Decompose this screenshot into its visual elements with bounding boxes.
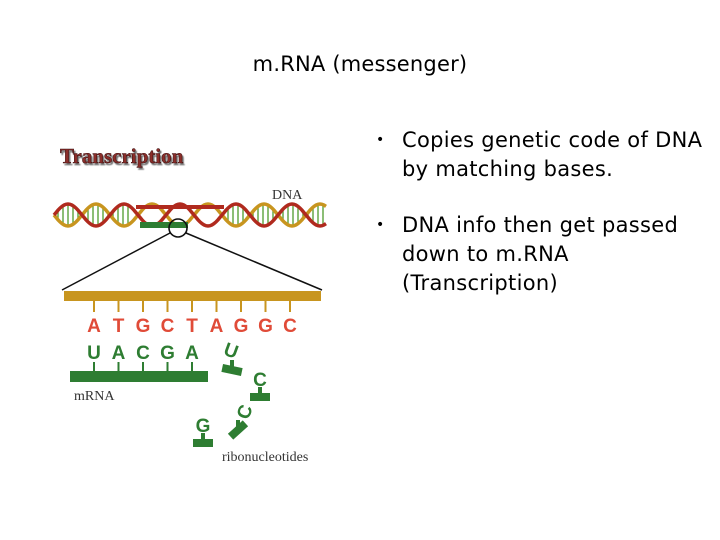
ribonucleotide-letter: C xyxy=(253,370,267,391)
mrna-base-letter: A xyxy=(185,343,199,364)
ribonucleotide-backbone xyxy=(250,393,270,401)
mrna-base-letter: U xyxy=(87,343,101,364)
mrna-strand xyxy=(70,371,208,382)
bullet-dot: • xyxy=(376,132,385,148)
mrna-base-letter: A xyxy=(112,343,126,364)
ribonucleotide-letter: G xyxy=(196,416,211,437)
dna-base-letter: T xyxy=(113,316,125,337)
mrna-label: mRNA xyxy=(74,389,115,404)
ribonucleotide-letter: U xyxy=(221,339,241,363)
dna-base-letter: T xyxy=(186,316,198,337)
dna-base-letter: C xyxy=(283,316,297,337)
ribonucleotide-stem xyxy=(201,433,205,441)
dna-base-letter: G xyxy=(234,316,249,337)
ribonucleotide-backbone xyxy=(193,439,213,447)
free-ribonucleotide: C xyxy=(227,402,258,440)
dna-base-letter: C xyxy=(161,316,175,337)
ribonucleotide-stem xyxy=(236,420,240,428)
ribonucleotide-backbone xyxy=(227,420,249,440)
ribonucleotides-label: ribonucleotides xyxy=(222,450,308,465)
free-ribonucleotide: C xyxy=(250,370,270,401)
zoom-line-right xyxy=(185,232,323,291)
ribonucleotide-stem xyxy=(230,360,234,368)
bullet-item: • DNA info then get passed down to m.RNA… xyxy=(366,211,706,298)
dna-base-letter: G xyxy=(258,316,273,337)
bullet-list: • Copies genetic code of DNA by matching… xyxy=(366,126,706,325)
ribonucleotide-stem xyxy=(258,387,262,395)
dna-base-letter: A xyxy=(210,316,224,337)
slide-title: m.RNA (messenger) xyxy=(252,52,468,76)
dna-template-strand xyxy=(64,291,321,301)
dna-double-helix xyxy=(52,202,327,238)
dna-base-letter: A xyxy=(87,316,101,337)
zoom-line-left xyxy=(61,232,171,291)
transcription-heading: Transcription xyxy=(60,144,184,168)
bullet-text: DNA info then get passed down to m.RNA (… xyxy=(402,213,679,295)
free-ribonucleotide: G xyxy=(193,416,213,447)
nascent-mrna-strand xyxy=(140,222,188,228)
ribonucleotide-backbone xyxy=(221,364,243,376)
mrna-base-letter: G xyxy=(160,343,175,364)
mrna-base-letter: C xyxy=(136,343,150,364)
unwound-strand-top xyxy=(136,205,224,209)
bullet-item: • Copies genetic code of DNA by matching… xyxy=(366,126,706,184)
dna-base-letter: G xyxy=(136,316,151,337)
free-ribonucleotide: U xyxy=(221,339,243,376)
dna-label: DNA xyxy=(272,188,303,203)
zoom-circle xyxy=(168,218,188,238)
bullet-text: Copies genetic code of DNA by matching b… xyxy=(402,128,703,181)
bullet-dot: • xyxy=(376,217,385,233)
ribonucleotide-letter: C xyxy=(233,402,258,422)
